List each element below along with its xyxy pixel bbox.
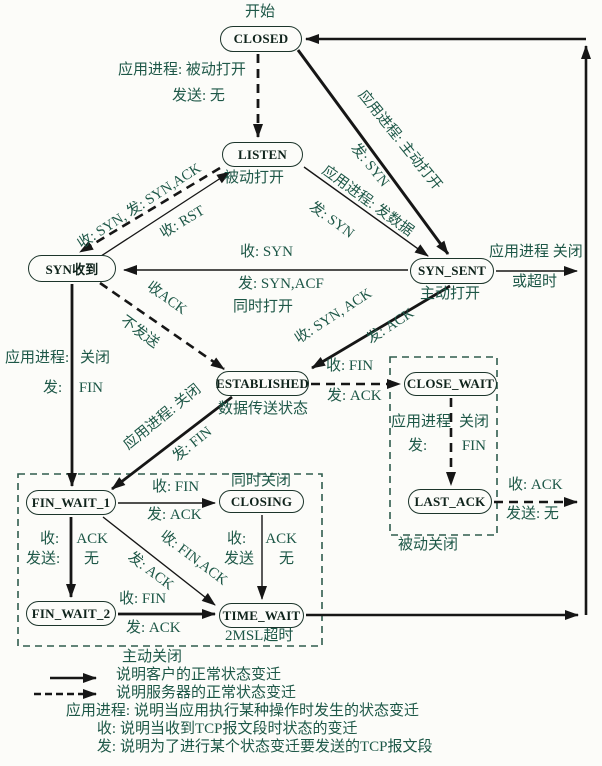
edge-synsent-established bbox=[311, 284, 451, 370]
label-lastack-closed-send: 发送: 无 bbox=[506, 506, 559, 522]
label-part: 应用进程: bbox=[5, 350, 70, 366]
note-simultaneous-open: 同时打开 bbox=[233, 299, 294, 315]
label-part: 收: bbox=[40, 531, 60, 547]
state-fin-wait-2: FIN_WAIT_2 bbox=[26, 601, 116, 626]
label-part: ACK bbox=[265, 531, 297, 547]
label-part: 发送: bbox=[26, 551, 61, 567]
label-finwait2-timewait-recv: 收: FIN bbox=[119, 591, 167, 607]
state-last-ack: LAST_ACK bbox=[408, 489, 492, 514]
label-synsent-closed-timeout: 或超时 bbox=[512, 274, 558, 290]
label-closing-timewait-send: 发送 无 bbox=[224, 551, 294, 568]
label-part: 收: bbox=[227, 531, 247, 547]
state-closing: CLOSING bbox=[219, 490, 304, 513]
label-finwait1-closing-recv: 收: FIN bbox=[152, 479, 200, 495]
note-simultaneous-close: 同时关闭 bbox=[231, 473, 292, 489]
edge-synrcvd-established bbox=[99, 281, 225, 371]
label-part: 应用进程 bbox=[391, 414, 452, 430]
label-part: 无 bbox=[278, 551, 294, 567]
edge-finwait1-timewait bbox=[102, 516, 216, 606]
label-synrcvd-finwait1-app: 应用进程: 关闭 bbox=[5, 350, 110, 367]
legend-app-text: 说明当应用执行某种操作时发生的状态变迁 bbox=[134, 703, 420, 719]
label-part: 发送 bbox=[224, 551, 255, 567]
edge-established-finwait1 bbox=[111, 395, 233, 491]
note-passive-close: 被动关闭 bbox=[398, 537, 459, 553]
note-active-close: 主动关闭 bbox=[122, 649, 183, 665]
legend-recv-label: 收: bbox=[96, 721, 116, 737]
legend-app-label: 应用进程: bbox=[65, 703, 130, 719]
label-finwait2-timewait-send: 发: ACK bbox=[126, 620, 181, 636]
note-passive-open: 被动打开 bbox=[224, 170, 285, 186]
label-synsent-closed-app: 应用进程 关闭 bbox=[489, 244, 583, 260]
legend-client-text: 说明客户的正常状态变迁 bbox=[116, 667, 282, 683]
label-closewait-lastack-send: 发: FIN bbox=[408, 438, 486, 455]
label-part: 关闭 bbox=[79, 350, 110, 366]
state-fin-wait-1: FIN_WAIT_1 bbox=[26, 490, 116, 515]
label-part: 关闭 bbox=[458, 414, 489, 430]
label-closewait-lastack-app: 应用进程 关闭 bbox=[391, 414, 489, 431]
label-finwait1-finwait2-recv: 收: ACK bbox=[40, 531, 108, 548]
note-data-transfer: 数据传送状态 bbox=[218, 401, 309, 417]
legend-recv-row: 收: 说明当收到TCP报文段时状态的变迁 bbox=[16, 721, 358, 738]
edge-closed-synsent bbox=[296, 49, 450, 255]
edge-synrcvd-listen bbox=[97, 171, 231, 259]
legend-server-text: 说明服务器的正常状态变迁 bbox=[116, 685, 297, 701]
label-est-closewait-send: 发: ACK bbox=[327, 388, 382, 404]
label-est-closewait-recv: 收: FIN bbox=[326, 358, 374, 374]
legend-send-text: 说明为了进行某个状态变迁要发送的TCP报文段 bbox=[120, 739, 433, 755]
label-synsent-synrcvd-send: 发: SYN,ACF bbox=[238, 276, 324, 292]
label-part: 无 bbox=[83, 551, 99, 567]
state-listen: LISTEN bbox=[222, 142, 303, 167]
label-closed-listen-send: 发送: 无 bbox=[172, 88, 225, 104]
legend-send-row: 发: 说明为了进行某个状态变迁要发送的TCP报文段 bbox=[16, 739, 433, 756]
legend-app-row: 应用进程: 说明当应用执行某种操作时发生的状态变迁 bbox=[30, 703, 419, 720]
label-synsent-synrcvd-recv: 收: SYN bbox=[240, 244, 293, 260]
label-part: FIN bbox=[78, 380, 103, 396]
state-established: ESTABLISHED bbox=[216, 371, 309, 396]
edge-listen-synrcvd bbox=[79, 166, 221, 254]
note-2msl-timeout: 2MSL超时 bbox=[225, 628, 294, 644]
active-close-group-box bbox=[17, 473, 323, 647]
state-time-wait: TIME_WAIT bbox=[219, 603, 304, 628]
label-closing-timewait-recv: 收: ACK bbox=[227, 531, 297, 548]
legend-recv-text: 说明当收到TCP报文段时状态的变迁 bbox=[120, 721, 358, 737]
passive-close-group-box bbox=[389, 356, 498, 536]
state-syn-sent: SYN_SENT bbox=[410, 258, 494, 284]
label-part: ACK bbox=[76, 531, 108, 547]
state-close-wait: CLOSE_WAIT bbox=[404, 372, 497, 396]
label-part: 发: bbox=[408, 438, 428, 454]
edge-listen-synsent bbox=[303, 166, 429, 257]
label-lastack-closed-recv: 收: ACK bbox=[508, 477, 563, 493]
note-active-open: 主动打开 bbox=[420, 286, 481, 302]
label-finwait1-finwait2-send: 发送: 无 bbox=[26, 551, 99, 568]
state-closed: CLOSED bbox=[220, 26, 302, 52]
label-synrcvd-finwait1-send: 发: FIN bbox=[43, 380, 103, 397]
note-start: 开始 bbox=[245, 4, 276, 20]
legend-send-label: 发: bbox=[96, 739, 116, 755]
label-finwait1-closing-send: 发: ACK bbox=[147, 507, 202, 523]
label-closed-listen-app: 应用进程: 被动打开 bbox=[118, 62, 246, 78]
label-part: FIN bbox=[461, 438, 486, 454]
label-part: 发: bbox=[43, 380, 63, 396]
state-syn-rcvd: SYN收到 bbox=[28, 255, 116, 282]
